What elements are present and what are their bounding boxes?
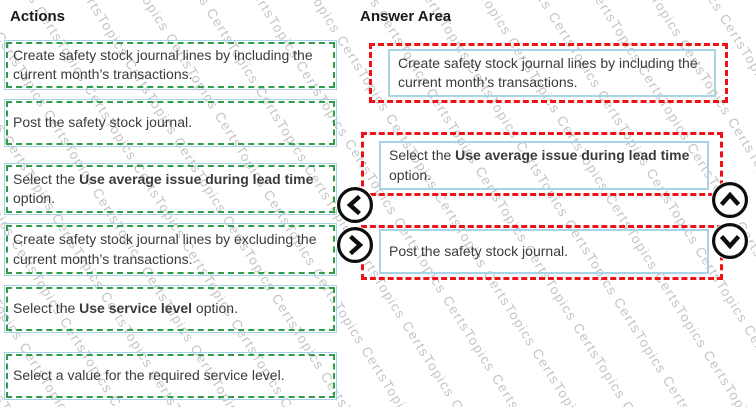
answer-slot-1[interactable]: Create safety stock journal lines by inc… [369,43,728,103]
answer-item-label: Select the Use average issue during lead… [389,147,690,183]
answer-item-include-transactions[interactable]: Create safety stock journal lines by inc… [388,49,716,97]
answer-item-post-journal[interactable]: Post the safety stock journal. [379,229,709,274]
action-item-exclude-transactions[interactable]: Create safety stock journal lines by exc… [4,223,337,276]
move-down-button[interactable] [711,222,749,260]
answer-item-label: Create safety stock journal lines by inc… [398,54,698,90]
action-item-label: Create safety stock journal lines by inc… [13,46,313,82]
action-item-post-journal[interactable]: Post the safety stock journal. [4,99,337,147]
move-right-button[interactable] [336,226,374,264]
chevron-up-icon [711,181,749,219]
chevron-right-icon [336,226,374,264]
action-item-label: Create safety stock journal lines by exc… [13,231,317,267]
action-item-required-service-level[interactable]: Select a value for the required service … [4,352,337,400]
action-item-include-transactions[interactable]: Create safety stock journal lines by inc… [4,40,337,90]
action-item-label: Select the Use service level option. [13,300,238,317]
chevron-left-icon [336,186,374,224]
answer-item-label: Post the safety stock journal. [389,242,568,259]
action-item-label: Select a value for the required service … [13,367,285,384]
action-item-average-issue-option[interactable]: Select the Use average issue during lead… [4,163,337,215]
answer-item-average-issue-option[interactable]: Select the Use average issue during lead… [379,141,709,190]
chevron-down-icon [711,222,749,260]
action-item-label: Post the safety stock journal. [13,114,192,131]
action-item-label: Select the Use average issue during lead… [13,170,314,206]
actions-heading: Actions [10,8,66,25]
answer-area-heading: Answer Area [360,8,452,25]
answer-slot-2[interactable]: Select the Use average issue during lead… [361,132,723,196]
answer-slot-3[interactable]: Post the safety stock journal. [361,225,723,280]
move-up-button[interactable] [711,181,749,219]
move-left-button[interactable] [336,186,374,224]
action-item-service-level-option[interactable]: Select the Use service level option. [4,285,337,333]
